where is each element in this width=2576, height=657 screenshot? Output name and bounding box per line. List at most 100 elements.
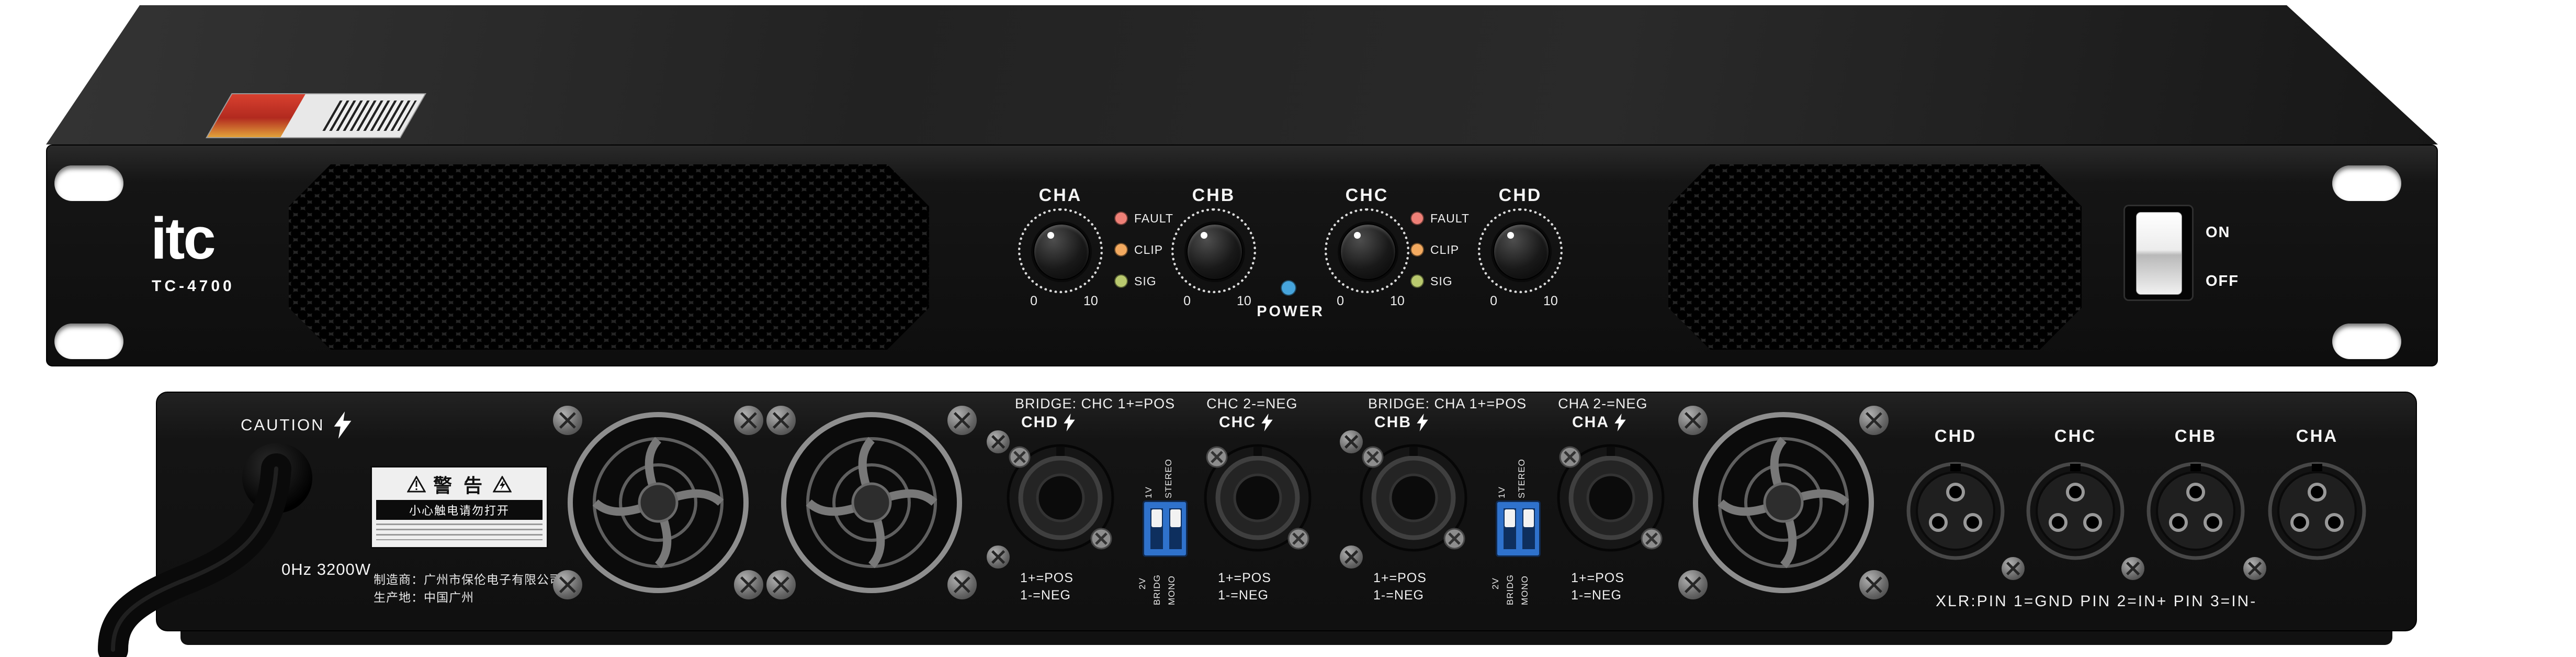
gain-knob-chd[interactable] [1493,224,1550,280]
knob-tick-ring [1018,208,1103,293]
channel-label-chb: CHB [1192,185,1236,205]
led-label: CLIP [1430,242,1460,257]
fault-led [1410,211,1424,225]
high-voltage-icon [334,411,352,439]
led-group-ab: FAULT CLIP SIG [1114,211,1173,307]
model-number: TC-4700 [152,277,235,295]
scale-min: 0 [1183,294,1191,308]
jack-label-text: CHA [1572,414,1609,431]
scale-min: 0 [1030,294,1037,308]
jack-label-text: CHB [1374,414,1411,431]
high-voltage-icon [1064,414,1075,431]
caution-label: CAUTION [241,416,325,434]
screw [734,570,763,599]
led-label: FAULT [1134,211,1173,225]
speakon-connector-chb [1360,444,1467,552]
high-voltage-icon [1417,414,1428,431]
manufacturer-line1: 制造商：广州市保伦电子有限公司 [374,573,562,586]
speakon-connector-chc [1204,444,1312,552]
led-label: CLIP [1134,242,1163,257]
screw [1340,545,1363,569]
xlr-connector-cha [2268,462,2366,560]
screw [947,570,977,599]
screw [947,406,977,435]
warning-title: 警 告 [433,475,485,496]
xlr-pinout-note: XLR:PIN 1=GND PIN 2=IN+ PIN 3=IN- [1936,593,2257,610]
scale-min: 0 [1337,294,1344,308]
power-rating: 0Hz 3200W [281,560,371,578]
high-voltage-icon [1614,414,1626,431]
dip-label-mono: MONO [1167,575,1177,605]
speakon-connector-chd [1007,444,1114,552]
mode-dip-switch[interactable] [1496,500,1541,557]
dip-lever[interactable] [1505,509,1515,527]
dip-label-bridg: BRIDG [1152,574,1162,605]
clip-led [1410,243,1424,257]
manufacturer-line2: 生产地：中国广州 [374,591,474,604]
jack-label-chc: CHC [1219,414,1273,431]
bridge-instructions: BRIDGE: CHA 1+=POS CHA 2-=NEG [1368,396,1647,412]
power-label: POWER [1257,303,1325,320]
switch-off-label: OFF [2206,273,2239,289]
gain-knob-chb[interactable] [1187,224,1243,280]
bridge-left: BRIDGE: CHC 1+=POS [1015,396,1176,411]
cooling-fan [1693,412,1874,593]
gain-knob-cha[interactable] [1033,224,1090,280]
power-switch-bezel [2123,205,2194,301]
led-label: FAULT [1430,211,1470,225]
scale-min: 0 [1490,294,1497,308]
bridge-left: BRIDGE: CHA 1+=POS [1368,396,1527,411]
warning-label: 警 告 小心触电请勿打开 [370,466,548,549]
screw [553,406,582,435]
jack-label-text: CHC [1219,414,1256,431]
led-label: SIG [1430,274,1453,288]
sticker-barcode [322,101,417,131]
chassis-bottom-edge [180,631,2392,645]
screw [1678,406,1708,435]
scale-max: 10 [1390,294,1405,308]
dip-label-bridg: BRIDG [1505,574,1515,605]
signal-led [1114,274,1128,288]
scale-max: 10 [1543,294,1558,308]
bridge-right: CHA 2-=NEG [1558,396,1648,411]
xlr-label-chd: CHD [1934,426,1977,446]
cooling-fan [568,412,749,593]
dip-lever[interactable] [1523,509,1534,527]
warning-subtitle: 小心触电请勿打开 [376,500,543,520]
signal-led [1410,274,1424,288]
dip-label-2v: 2V [1490,577,1500,589]
speakon-connector-cha [1557,444,1665,552]
brand-logo: itc [151,206,216,271]
dip-lever[interactable] [1151,509,1162,527]
jack-label-chb: CHB [1374,414,1428,431]
dip-label-stereo: STEREO [1163,459,1173,498]
jack-label-text: CHD [1021,414,1058,431]
jack-label-cha: CHA [1572,414,1626,431]
clip-led [1114,243,1128,257]
knob-indicator-dot [1353,231,1361,239]
dip-lever[interactable] [1170,509,1181,527]
led-label: SIG [1134,274,1157,288]
power-led [1281,280,1296,296]
gain-knob-chc[interactable] [1340,224,1396,280]
sticker-logo-area [207,94,306,137]
screw [734,406,763,435]
screw [766,406,796,435]
screw [1340,430,1363,453]
cooling-fan [781,412,962,593]
xlr-label-cha: CHA [2296,426,2338,446]
screw [987,545,1010,569]
shock-triangle-icon [493,476,512,493]
knob-tick-ring [1171,208,1256,293]
mode-dip-switch[interactable] [1143,500,1188,557]
rack-ear-hole [2332,324,2401,359]
rack-ear-hole [54,165,123,201]
jack-label-chd: CHD [1021,414,1075,431]
knob-tick-ring [1325,208,1409,293]
dip-label-2v: 2V [1137,577,1147,589]
power-rocker-switch[interactable] [2136,212,2182,295]
